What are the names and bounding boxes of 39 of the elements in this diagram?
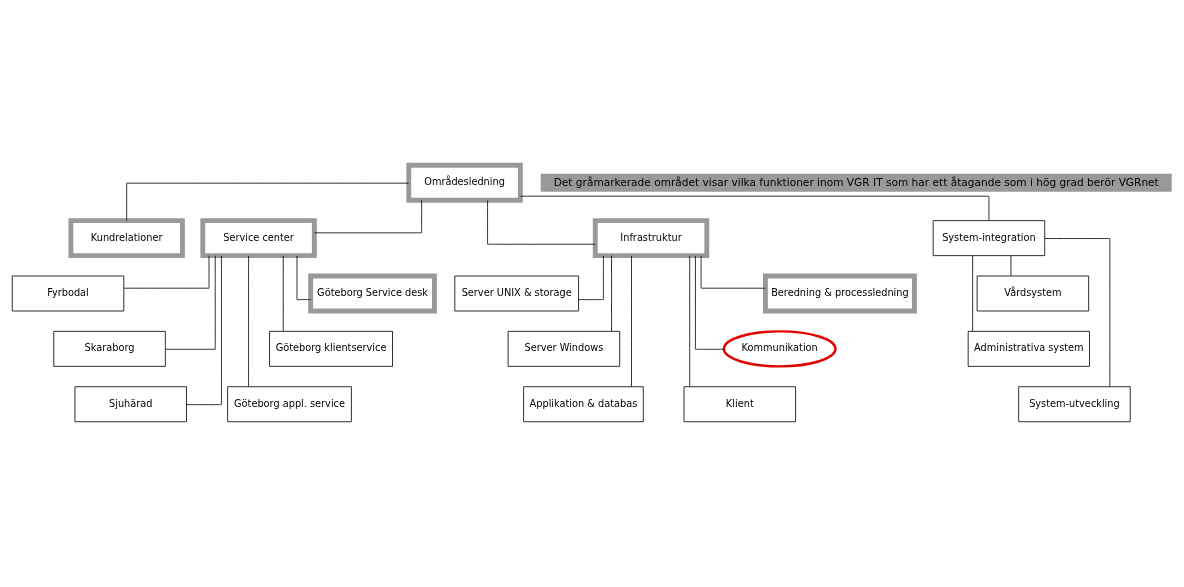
- node-box: System-utveckling: [1018, 386, 1131, 423]
- node-box: Applikation & databas: [523, 386, 644, 423]
- node-box: Sjuhärad: [74, 386, 187, 423]
- connector: [611, 255, 612, 332]
- node-box: Göteborg Service desk: [308, 273, 437, 314]
- node-box: Service center: [200, 218, 317, 259]
- connector: [520, 195, 990, 221]
- connector: [186, 255, 222, 406]
- connector: [1044, 238, 1111, 387]
- node-ellipse: Kommunikation: [722, 330, 837, 368]
- node-box: Beredning & processledning: [763, 273, 917, 314]
- node-box: Vårdsystem: [976, 275, 1090, 312]
- node-box: Fyrbodal: [11, 275, 125, 312]
- connector: [248, 255, 249, 387]
- connector: [1010, 255, 1012, 277]
- connector: [314, 199, 423, 234]
- node-box: System-integration: [932, 220, 1046, 257]
- node-box: Kundrelationer: [68, 218, 185, 259]
- node-box: Områdesledning: [406, 162, 523, 203]
- connector: [631, 255, 632, 387]
- connector: [282, 255, 284, 332]
- node-box: Administrativa system: [967, 330, 1090, 367]
- node-box: Server UNIX & storage: [454, 275, 579, 312]
- connector: [126, 182, 410, 221]
- label: Det gråmarkerade området visar vilka funktioner inom VGR IT som har ett åtagande som i hög grad berör VGRnet: [553, 175, 1159, 188]
- connector: [689, 255, 691, 387]
- node-box: Klient: [683, 386, 796, 423]
- connector: [165, 255, 216, 350]
- node-box: Göteborg klientservice: [269, 330, 393, 367]
- connector: [123, 255, 210, 289]
- node-box: Infrastruktur: [592, 218, 710, 259]
- connector: [700, 255, 766, 289]
- connector: [578, 255, 604, 300]
- node-box: Skaraborg: [53, 330, 166, 367]
- node-box: Göteborg appl. service: [227, 386, 352, 423]
- node-box: Server Windows: [507, 330, 621, 367]
- connector: [695, 255, 725, 350]
- connector: [487, 200, 596, 245]
- connector: [972, 255, 974, 332]
